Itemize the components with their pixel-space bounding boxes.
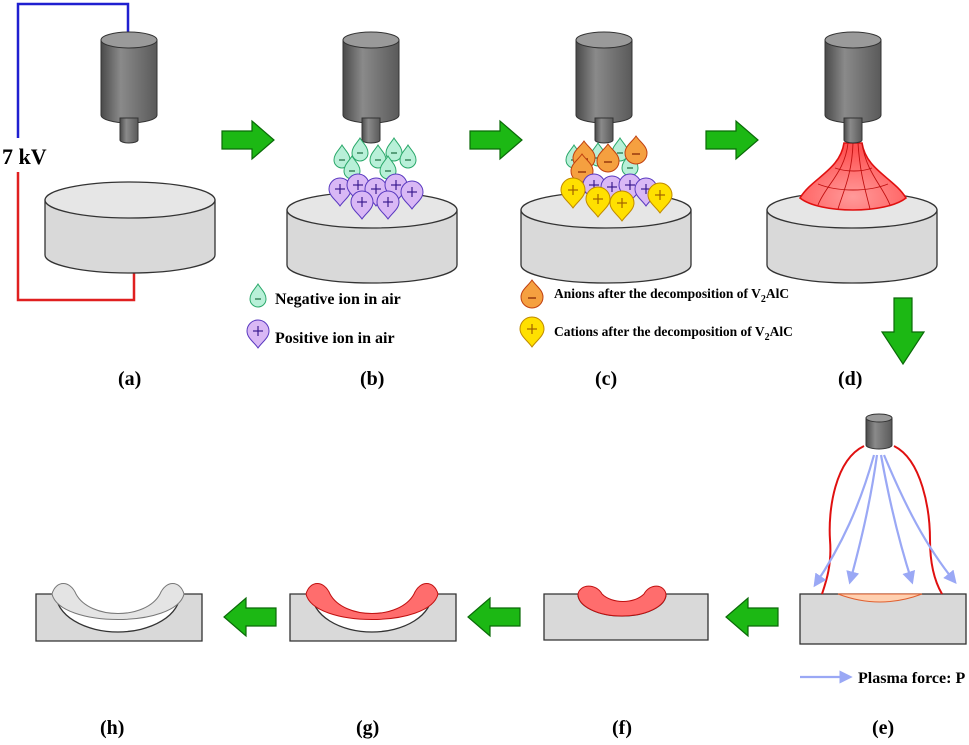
final-crater-h bbox=[51, 583, 185, 620]
flow-arrow-bc bbox=[469, 120, 523, 160]
substrate-disk-a bbox=[44, 181, 216, 274]
anion-icon bbox=[520, 279, 544, 309]
legend-anions: Anions after the decomposition of V2AlC bbox=[554, 286, 789, 305]
legend-plasma-force: Plasma force: P bbox=[858, 670, 965, 687]
legend-positive-ion: Positive ion in air bbox=[275, 330, 395, 347]
panel-g: (g) bbox=[289, 583, 457, 739]
legend-air-ions: Negative ion in air Positive ion in air bbox=[246, 283, 401, 349]
flow-arrow-ef bbox=[725, 597, 779, 637]
voltage-label: 7 kV bbox=[2, 144, 47, 169]
panel-label-b: (b) bbox=[360, 368, 384, 390]
panel-label-h: (h) bbox=[100, 717, 124, 739]
electrode-b bbox=[342, 31, 400, 144]
cation-icon bbox=[519, 316, 545, 348]
panel-c: (c) bbox=[520, 31, 692, 390]
panel-label-f: (f) bbox=[612, 717, 632, 739]
panel-d: (d) bbox=[766, 31, 938, 390]
electrode-e bbox=[865, 417, 893, 450]
panel-a: 7 kV (a) bbox=[2, 2, 216, 390]
negative-ion-icon bbox=[249, 283, 267, 308]
electrode-a bbox=[100, 31, 158, 144]
panel-label-d: (d) bbox=[838, 368, 862, 390]
positive-ion-icon bbox=[246, 319, 270, 349]
panel-b: (b) bbox=[286, 31, 458, 390]
plasma-boundary-left bbox=[821, 445, 865, 595]
legend-decomposition-ions: Anions after the decomposition of V2AlC … bbox=[519, 279, 793, 348]
plasma-force-arrows bbox=[813, 454, 957, 588]
wire-negative bbox=[16, 172, 136, 302]
legend-cations: Cations after the decomposition of V2AlC bbox=[554, 324, 793, 343]
legend-negative-ion: Negative ion in air bbox=[275, 291, 401, 308]
plasma-boundary-right bbox=[893, 445, 943, 595]
flow-arrow-cd bbox=[705, 120, 759, 160]
flow-arrow-de bbox=[880, 297, 926, 366]
flow-arrow-fg bbox=[467, 597, 521, 637]
panel-h: (h) bbox=[35, 583, 203, 739]
substrate-block-f bbox=[543, 593, 709, 641]
wire-positive bbox=[16, 2, 130, 138]
panel-label-c: (c) bbox=[595, 368, 617, 390]
panel-label-a: (a) bbox=[118, 368, 141, 390]
electrode-d bbox=[824, 31, 882, 144]
flow-arrow-ab bbox=[221, 120, 275, 160]
plasma-cone-d bbox=[798, 142, 908, 211]
heated-zone-e bbox=[837, 593, 923, 603]
electrode-c bbox=[575, 31, 633, 144]
panel-label-g: (g) bbox=[356, 717, 379, 739]
panel-label-e: (e) bbox=[872, 717, 894, 739]
flow-arrow-gh bbox=[223, 597, 277, 637]
panel-f: (f) bbox=[543, 585, 709, 739]
crater-rim-g bbox=[305, 583, 439, 620]
panel-e: Plasma force: P (e) bbox=[799, 413, 967, 739]
molten-pool-f bbox=[577, 585, 667, 617]
negative-ions-b bbox=[333, 137, 417, 180]
